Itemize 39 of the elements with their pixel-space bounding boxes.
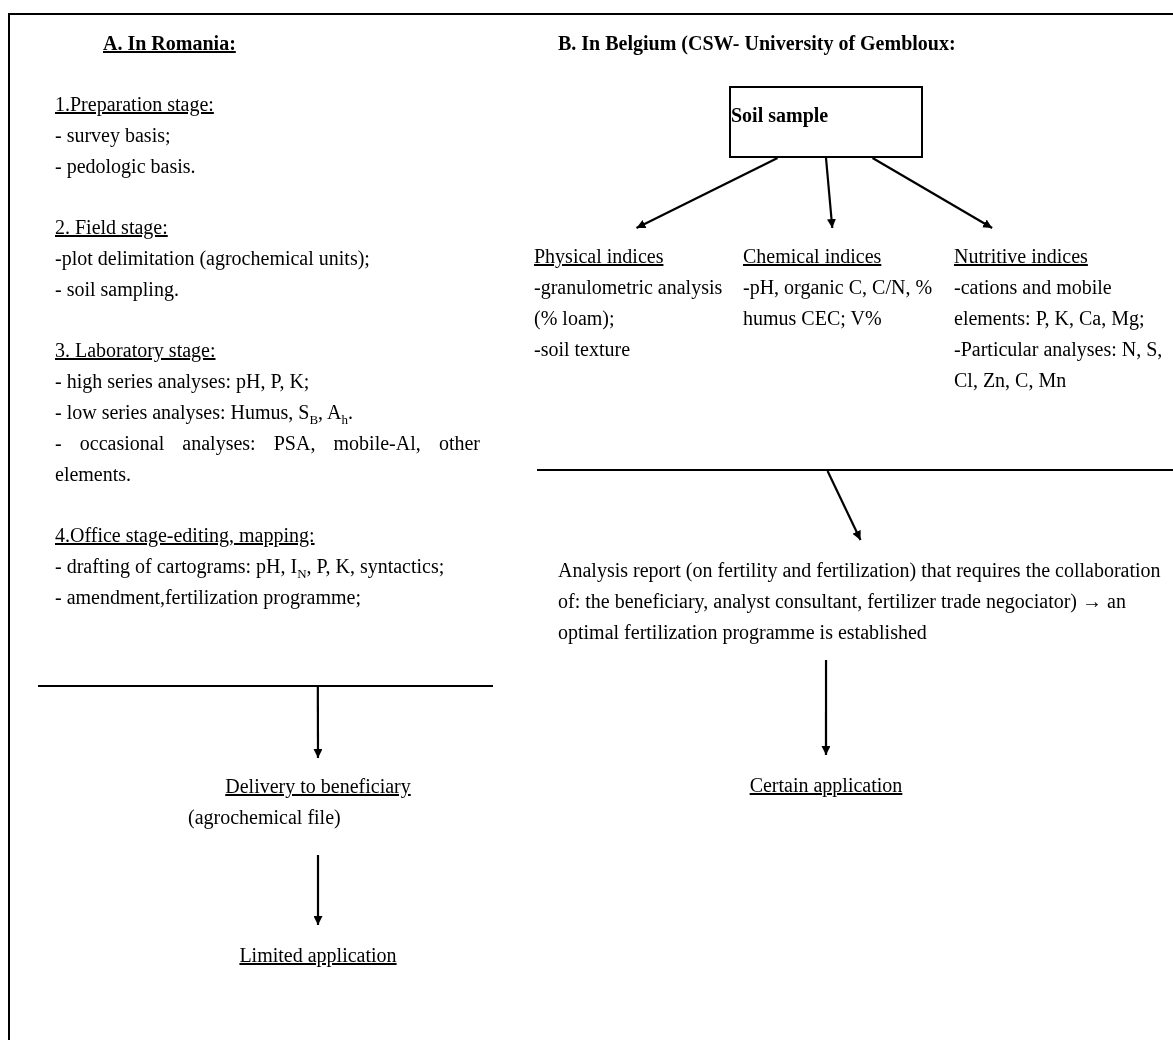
heading-text: Nutritive indices: [954, 244, 1088, 269]
body-text: -cations and mobile elements: P, K, Ca, Mg;: [954, 275, 1146, 332]
body-text: - pedologic basis.: [55, 154, 196, 180]
heading-text: Certain application: [749, 773, 903, 799]
body-text: Analysis report (on fertility and fertilization) that requires the collaboration of: the beneficiary, analyst consultant, fertilizer trade negociator) → an optimal fertilization programme is established: [558, 558, 1162, 646]
body-text: -soil texture: [534, 337, 631, 362]
arrow: [636, 157, 778, 229]
body-text: - survey basis;: [55, 123, 171, 149]
process-box: [729, 86, 923, 158]
divider-bar: [537, 469, 1173, 471]
body-text: 3. Laboratory stage:: [55, 338, 216, 364]
arrow: [313, 855, 323, 925]
body-text: - low series analyses: Humus, S$_{B}$, A$_{h}$.: [55, 400, 353, 428]
heading-text: Delivery to beneficiary: [225, 774, 411, 800]
body-text: - high series analyses: pH, P, K;: [55, 369, 310, 395]
body-text: -granulometric analysis (% loam);: [534, 275, 724, 332]
divider-bar: [38, 685, 493, 687]
body-text: 1.Preparation stage:: [55, 92, 214, 118]
arrow: [824, 157, 836, 229]
body-text: - amendment,fertilization programme;: [55, 585, 361, 611]
heading-text: Physical indices: [534, 244, 664, 270]
body-text: - drafting of cartograms: pH, I$_{N}$, P, K, syntactics;: [55, 554, 445, 582]
body-text: (agrochemical file): [188, 805, 341, 831]
arrow: [872, 157, 993, 229]
body-text: -plot delimitation (agrochemical units);: [55, 246, 370, 272]
body-text: -Particular analyses: N, S, Cl, Zn, C, Mn: [954, 337, 1164, 393]
arrow: [313, 687, 323, 758]
heading-text: A. In Romania:: [102, 31, 236, 56]
body-text: -pH, organic C, C/N, % humus CEC; V%: [743, 275, 933, 331]
arrow: [826, 470, 862, 541]
heading-text: Chemical indices: [743, 244, 882, 269]
column-heading: B. In Belgium (CSW- University of Gembloux:: [558, 31, 956, 57]
body-text: 2. Field stage:: [55, 215, 168, 241]
body-text: - occasional analyses: PSA, mobile-Al, other elements.: [55, 431, 480, 487]
body-text: Soil sample: [731, 103, 829, 129]
body-text: - soil sampling.: [55, 277, 179, 303]
body-text: 4.Office stage-editing, mapping:: [55, 523, 315, 549]
heading-text: Limited application: [239, 943, 397, 969]
arrow: [821, 660, 831, 755]
